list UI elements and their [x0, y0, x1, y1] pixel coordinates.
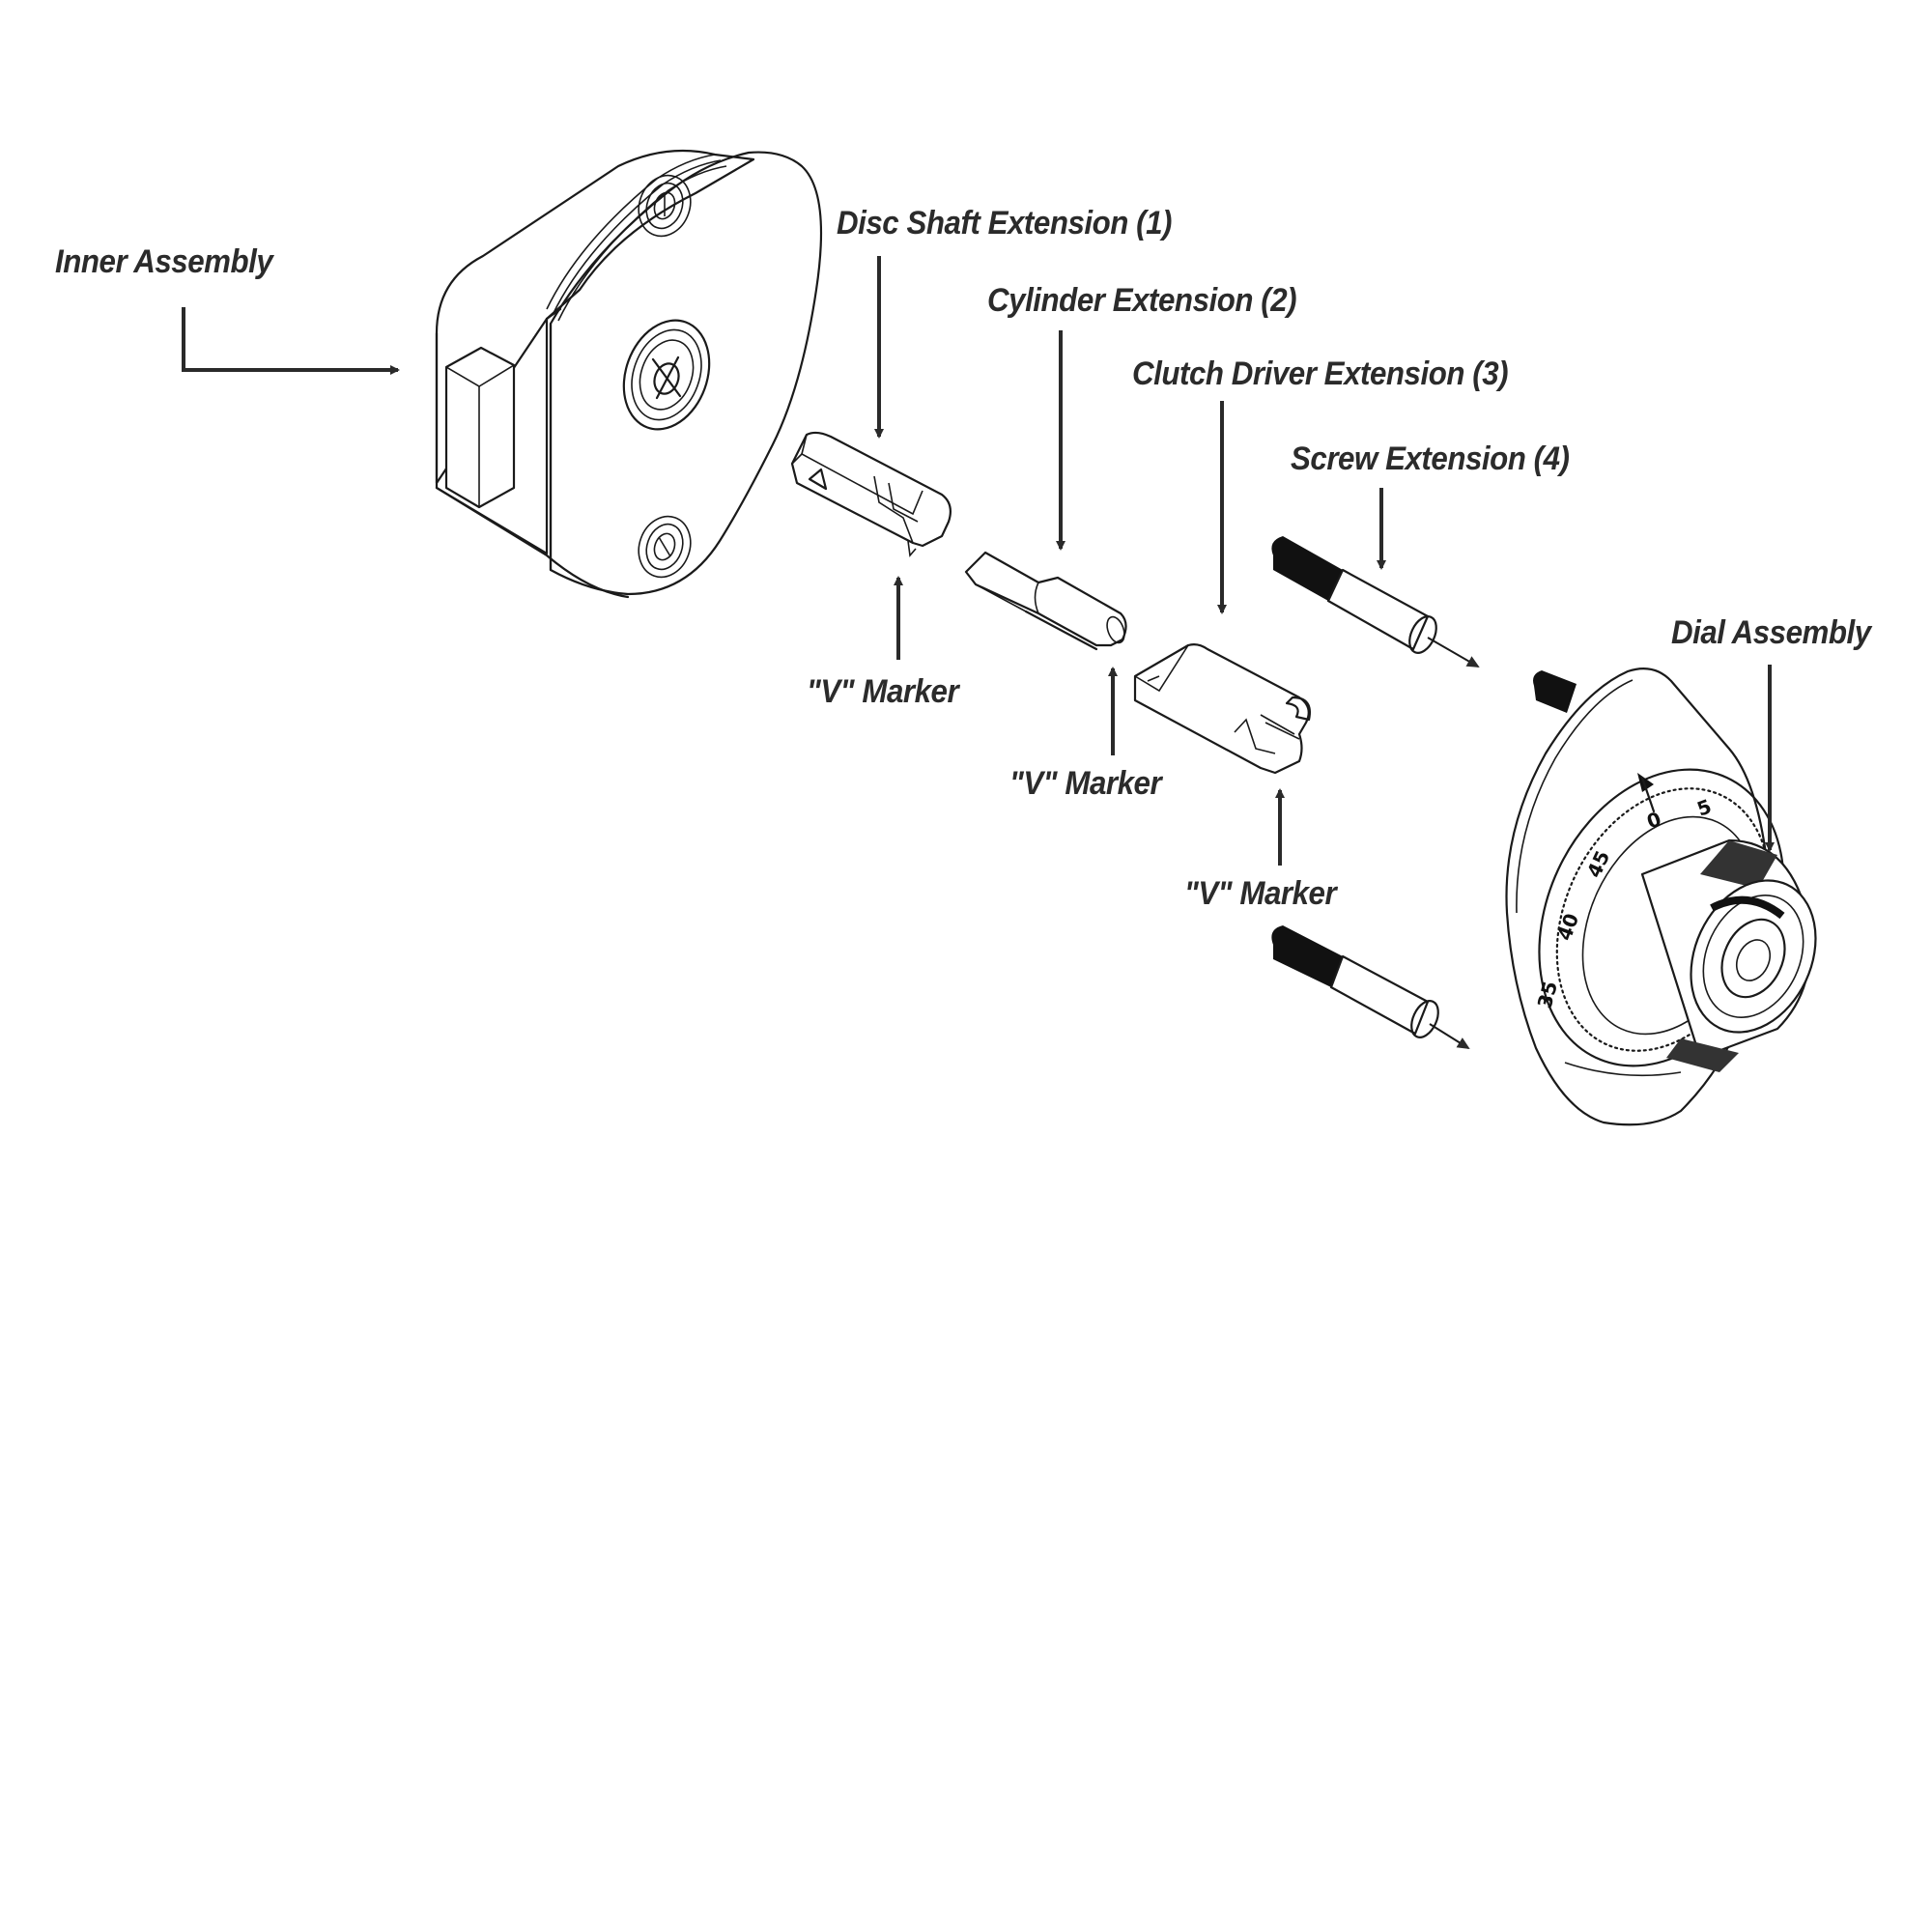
leader-arrows	[182, 256, 1775, 866]
label-clutch-driver-extension: Clutch Driver Extension (3)	[1132, 355, 1509, 392]
label-dial-assembly: Dial Assembly	[1671, 614, 1871, 651]
label-v-marker-1: "V" Marker	[807, 673, 959, 710]
label-screw-extension: Screw Extension (4)	[1291, 440, 1570, 477]
disc-shaft-extension-part	[790, 431, 952, 557]
screw-extension-upper-part	[1271, 536, 1480, 668]
dial-assembly-part	[1505, 668, 1817, 1126]
screw-extension-lower-part	[1271, 925, 1470, 1050]
cylinder-extension-part	[964, 551, 1127, 651]
label-v-marker-2: "V" Marker	[1009, 765, 1162, 802]
label-inner-assembly: Inner Assembly	[55, 243, 273, 280]
clutch-driver-extension-part	[1133, 643, 1311, 775]
label-cylinder-extension: Cylinder Extension (2)	[987, 282, 1297, 319]
label-v-marker-3: "V" Marker	[1184, 875, 1337, 912]
label-disc-shaft-extension: Disc Shaft Extension (1)	[837, 205, 1173, 242]
inner-assembly-part	[435, 149, 823, 599]
